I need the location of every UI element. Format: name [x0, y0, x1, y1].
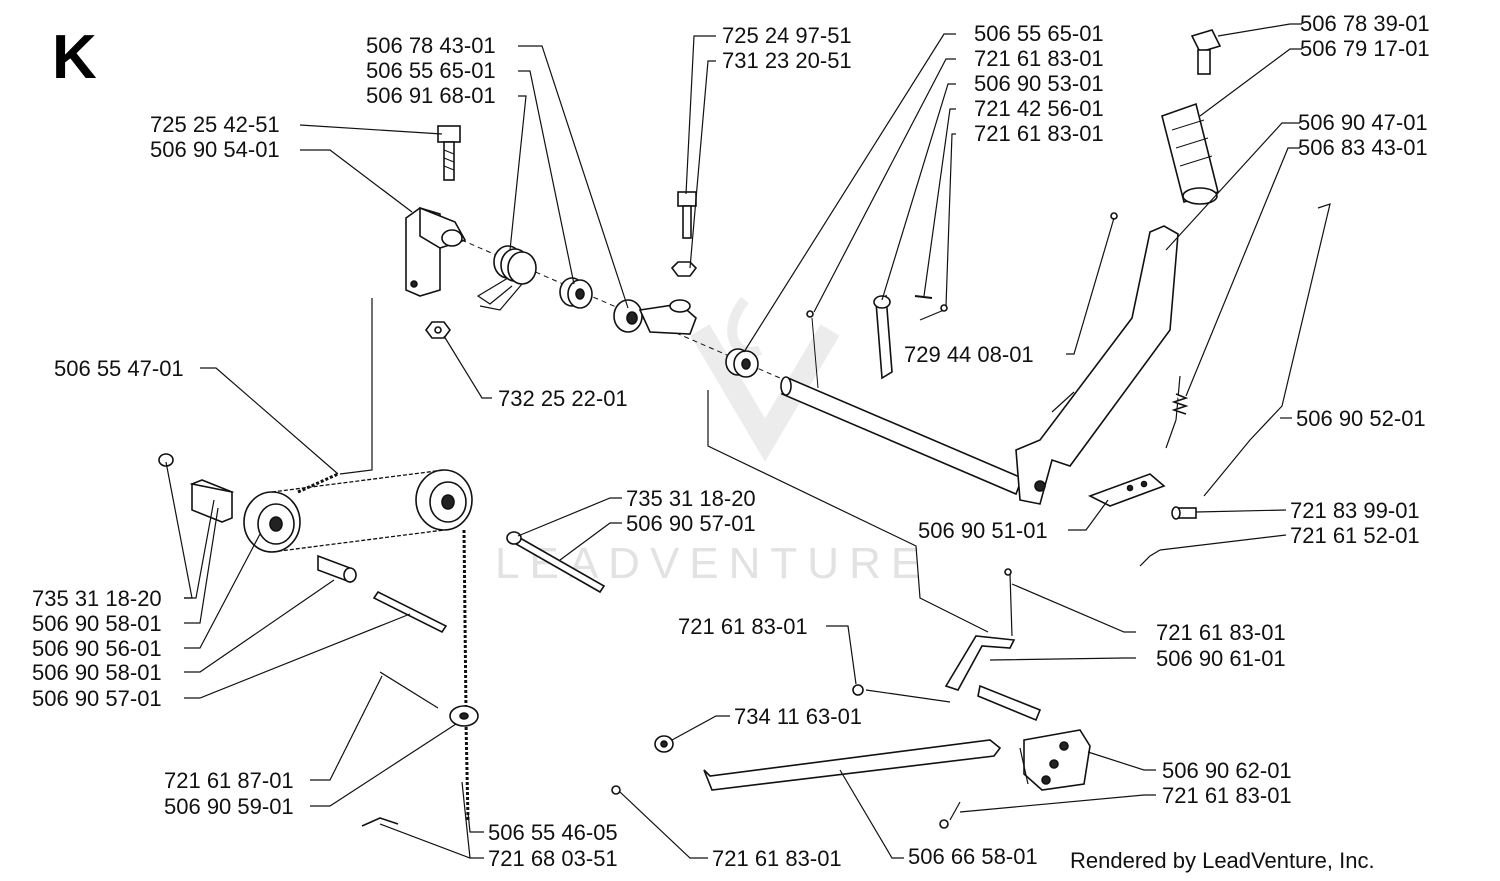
part-label: 721 61 83-01 — [1162, 783, 1292, 808]
nut-part — [425, 321, 451, 339]
pulley-right-part — [415, 469, 473, 531]
bushing-part — [559, 277, 593, 309]
part-label: 721 83 99-01 — [1290, 498, 1420, 523]
part-label: 721 61 87-01 — [164, 768, 294, 793]
bracket-part — [405, 206, 467, 297]
part-label: 506 90 57-01 — [32, 686, 162, 711]
part-label: 506 55 65-01 — [974, 21, 1104, 46]
part-label: 506 90 47-01 — [1298, 110, 1428, 135]
part-label: 506 90 59-01 — [164, 794, 294, 819]
part-label: 506 55 65-01 — [366, 58, 496, 83]
axle-pin-part — [372, 531, 606, 634]
lever-hub-part — [613, 299, 697, 335]
part-label: 506 90 58-01 — [32, 611, 162, 636]
part-label: 506 78 39-01 — [1300, 11, 1430, 36]
spacer-part — [158, 453, 235, 523]
part-label: 721 61 52-01 — [1290, 523, 1420, 548]
part-label: 506 83 43-01 — [1298, 135, 1428, 160]
spring-rod-part — [1087, 203, 1331, 507]
part-label: 506 90 52-01 — [1296, 406, 1426, 431]
part-label: 721 61 83-01 — [712, 846, 842, 871]
part-label: 506 91 68-01 — [366, 83, 496, 108]
part-label: 506 90 51-01 — [918, 518, 1048, 543]
part-label: 506 55 46-05 — [488, 820, 618, 845]
leader-lines — [165, 23, 1302, 859]
watermark: LEADVENTURE — [495, 296, 920, 588]
knob-part — [1190, 29, 1222, 75]
small-bolt-part — [670, 191, 698, 277]
part-label: 732 25 22-01 — [498, 386, 628, 411]
part-label: 735 31 18-20 — [32, 586, 162, 611]
torsion-spring-part — [476, 245, 537, 311]
part-label: 506 55 47-01 — [54, 356, 184, 381]
part-label: 506 90 58-01 — [32, 660, 162, 685]
part-label: 506 90 53-01 — [974, 71, 1104, 96]
part-label: 734 11 63-01 — [734, 704, 862, 729]
pin-part — [1139, 506, 1197, 567]
part-label: 506 90 56-01 — [32, 636, 162, 661]
credit-text: Rendered by LeadVenture, Inc. — [1070, 848, 1375, 873]
long-rod-part — [611, 684, 1002, 829]
part-label: 721 61 83-01 — [974, 121, 1104, 146]
part-label: 725 25 42-51 — [150, 112, 280, 137]
spacer-lower-part — [317, 554, 357, 584]
small-lever-part — [873, 294, 948, 380]
part-label: 506 78 43-01 — [366, 33, 496, 58]
part-label: 506 90 54-01 — [150, 137, 280, 162]
part-label: 725 24 97-51 — [722, 23, 852, 48]
bushing-right-part — [725, 348, 759, 378]
idler-part — [361, 671, 479, 827]
lever-arm-part — [1015, 212, 1179, 505]
part-label: 506 66 58-01 — [908, 844, 1038, 869]
part-label: 721 68 03-51 — [488, 846, 618, 871]
part-label: 721 42 56-01 — [974, 96, 1104, 121]
part-label: 506 90 61-01 — [1156, 646, 1286, 671]
part-labels: 506 78 43-01 506 55 65-01 506 91 68-01 7… — [32, 11, 1430, 871]
part-label: 721 61 83-01 — [1156, 620, 1286, 645]
parts — [158, 29, 1331, 829]
pulley-left-part — [243, 491, 301, 553]
part-label: 506 90 62-01 — [1162, 758, 1292, 783]
part-label: 506 79 17-01 — [1300, 36, 1430, 61]
part-label: 721 61 83-01 — [974, 46, 1104, 71]
lower-bracket-part — [944, 568, 1091, 791]
part-label: 721 61 83-01 — [678, 614, 808, 639]
grip-part — [1161, 102, 1219, 205]
part-label: 506 90 57-01 — [626, 511, 756, 536]
part-label: 731 23 20-51 — [722, 48, 852, 73]
part-label: 735 31 18-20 — [626, 486, 756, 511]
shaft-part — [780, 310, 1024, 496]
section-letter: K — [52, 23, 97, 92]
part-label: 729 44 08-01 — [904, 342, 1034, 367]
